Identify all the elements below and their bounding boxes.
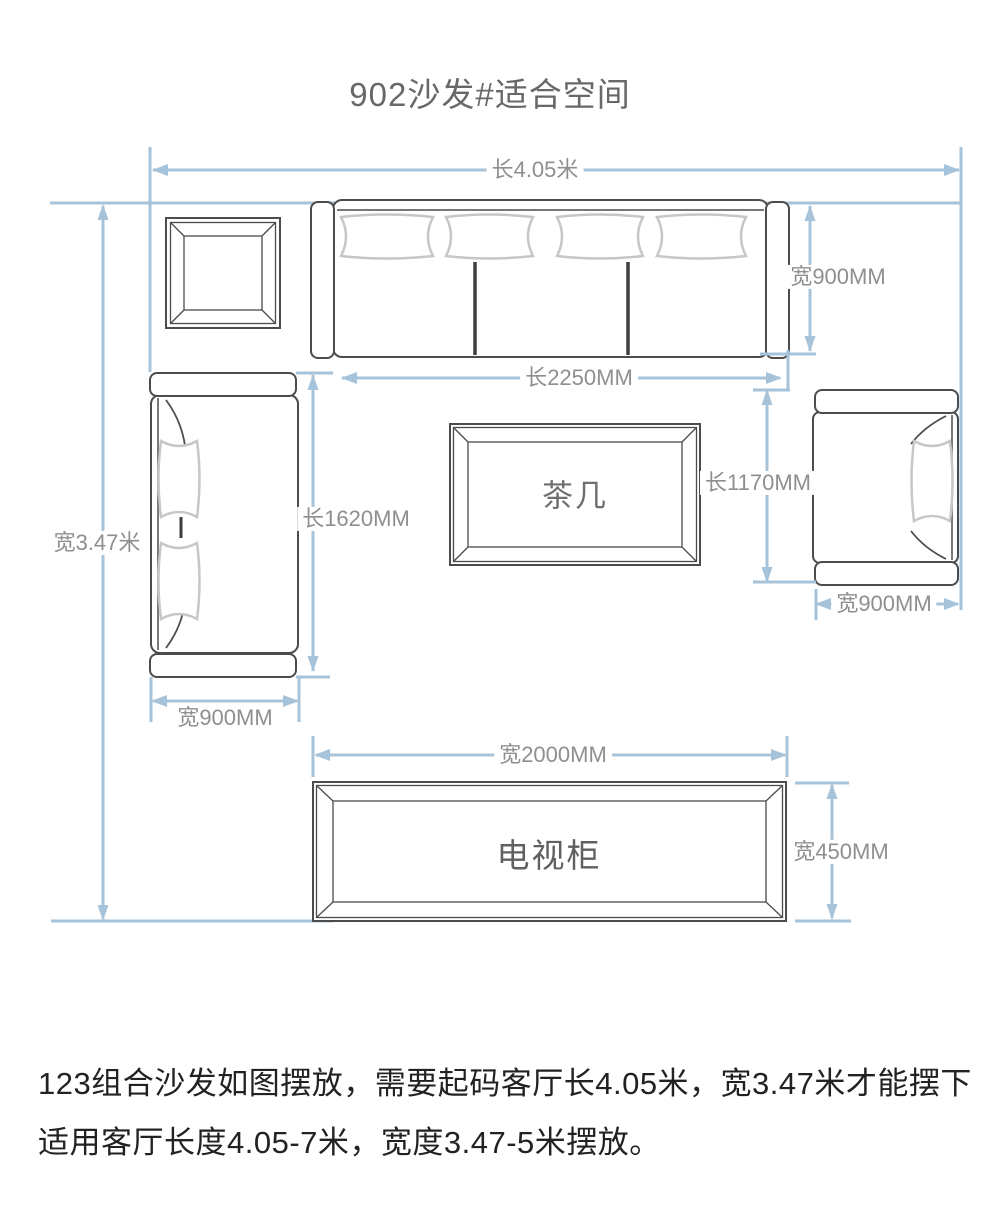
arrow-right-icon <box>944 164 960 176</box>
sofa2-top-armrest <box>149 372 297 397</box>
sofa3-pillows <box>339 213 748 260</box>
arrow-down-icon <box>761 567 773 583</box>
dimension-arrowheads <box>97 164 960 921</box>
description: 123组合沙发如图摆放，需要起码客厅长4.05米，宽3.47米才能摆下 适用客厅… <box>38 1054 972 1172</box>
arrow-down-icon <box>307 656 319 672</box>
coffee-table-label: 茶几 <box>542 478 608 514</box>
description-line-2: 适用客厅长度4.05-7米，宽度3.47-5米摆放。 <box>38 1125 661 1160</box>
pillow-4 <box>655 213 748 260</box>
sofa3-seat-dividers <box>473 262 630 355</box>
arrow-left-icon <box>314 749 330 761</box>
dim-label-sofa3-depth: 宽900MM <box>785 264 891 290</box>
arrow-left-icon <box>341 372 357 384</box>
sofa2-pillows <box>157 439 201 621</box>
arrow-right-icon <box>766 372 782 384</box>
arrow-down-icon <box>97 905 109 921</box>
pillow-3 <box>555 213 645 260</box>
arrow-up-icon <box>307 374 319 390</box>
dim-label-tv-depth: 宽450MM <box>788 839 894 865</box>
pillow-7 <box>910 439 954 523</box>
chair-top-armrest <box>814 389 959 414</box>
description-line-1: 123组合沙发如图摆放，需要起码客厅长4.05米，宽3.47米才能摆下 <box>38 1066 972 1101</box>
chair-bottom-armrest <box>814 561 959 586</box>
sofa2-bottom-armrest <box>149 653 297 678</box>
arrow-left-icon <box>151 695 167 707</box>
pillow-2 <box>444 213 535 260</box>
pillow-5 <box>157 439 201 519</box>
dim-label-sofa2-length: 长1620MM <box>297 506 415 532</box>
pillow-6 <box>157 541 201 621</box>
arrow-down-icon <box>804 336 816 352</box>
tv-cabinet <box>312 781 787 922</box>
tv-cabinet-label: 电视柜 <box>496 837 602 874</box>
arrow-right-icon <box>944 598 960 610</box>
tv-cabinet-bevels <box>316 785 783 918</box>
arrow-right-icon <box>283 695 299 707</box>
three-seat-sofa <box>310 199 790 359</box>
arrow-up-icon <box>804 205 816 221</box>
dim-label-sofa2-width: 宽900MM <box>172 705 278 731</box>
arrow-left-icon <box>152 164 168 176</box>
side-table-top <box>183 235 263 311</box>
dim-label-room-length: 长4.05米 <box>486 157 584 183</box>
dim-label-sofa3-length: 长2250MM <box>520 365 638 391</box>
single-chair <box>812 389 959 586</box>
coffee-table <box>449 423 701 566</box>
arrow-right-icon <box>771 749 787 761</box>
dim-label-chair-length: 长1170MM <box>700 470 816 496</box>
coffee-table-top <box>467 441 683 548</box>
arrow-down-icon <box>826 904 838 920</box>
dim-label-tv-width: 宽2000MM <box>494 742 612 768</box>
sofa3-left-armrest <box>310 201 335 359</box>
arrow-up-icon <box>761 389 773 405</box>
arrow-up-icon <box>826 783 838 799</box>
arrow-up-icon <box>97 204 109 220</box>
dim-sofa2-width-line <box>149 677 301 722</box>
page-title: 902沙发#适合空间 <box>349 76 631 113</box>
dim-label-room-width: 宽3.47米 <box>48 530 146 556</box>
coffee-table-bevels <box>453 427 697 562</box>
dim-label-chair-width: 宽900MM <box>831 591 937 617</box>
pillow-1 <box>339 213 435 260</box>
tv-cabinet-top <box>332 800 767 903</box>
side-table-bevels <box>170 222 276 324</box>
side-table <box>165 217 281 329</box>
arrow-left-icon <box>815 598 831 610</box>
two-seat-sofa <box>149 372 299 678</box>
